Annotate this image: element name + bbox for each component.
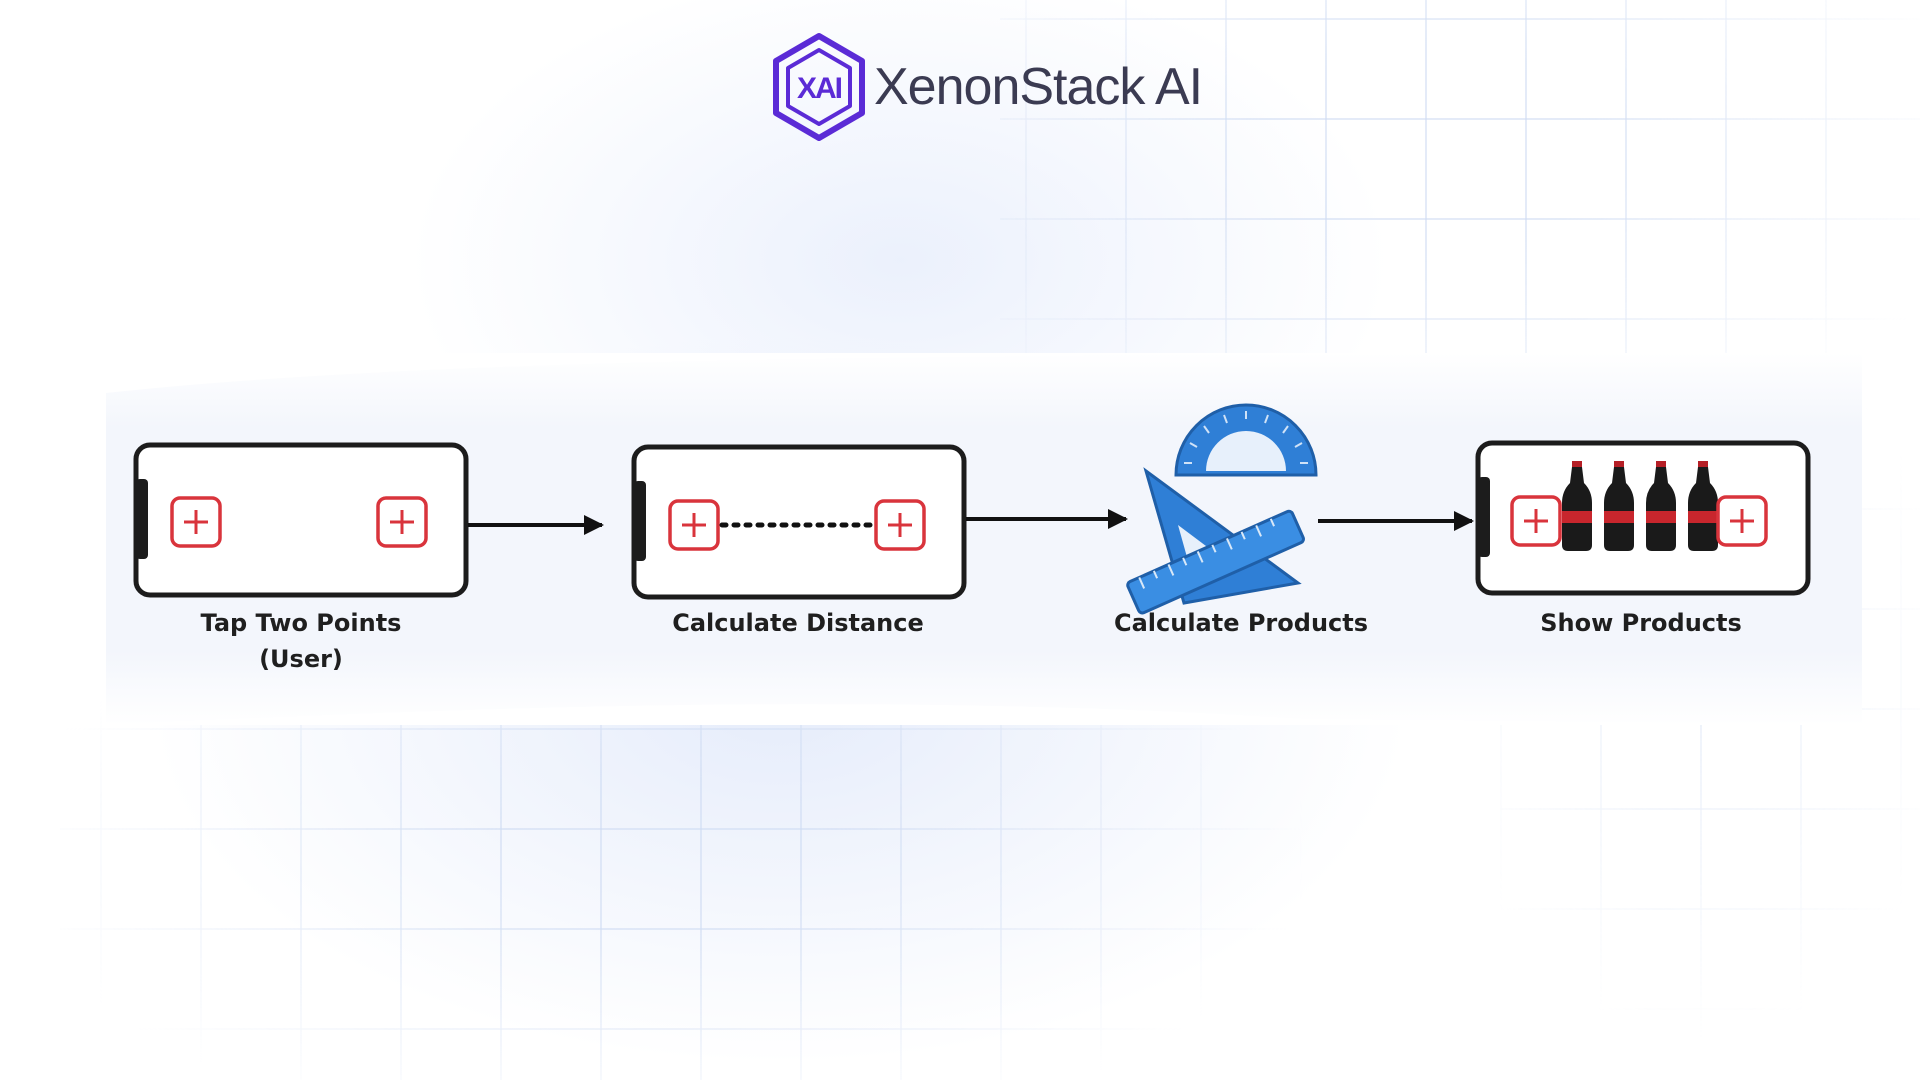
step-label-tap-two-points: Tap Two Points (User) [151, 605, 451, 677]
plus-marker-icon [874, 499, 926, 551]
ruler-protractor-set-square-icon [1126, 403, 1318, 615]
soda-bottle-icon [1562, 461, 1592, 551]
plus-marker-icon [668, 499, 720, 551]
step-label-line: (User) [259, 645, 343, 673]
flow-diagram-canvas [106, 353, 1862, 725]
phone-with-measured-distance-icon [631, 444, 967, 600]
brand-header: XAI XenonStack AI [770, 32, 1203, 142]
step-label-calculate-products: Calculate Products [1091, 605, 1391, 641]
plus-marker-icon [1510, 495, 1562, 547]
step-label-line: Calculate Products [1113, 609, 1369, 637]
soda-bottle-icon [1604, 461, 1634, 551]
background-grid-bottom [60, 700, 1460, 1080]
measurement-flow-diagram: Tap Two Points (User) Calculate Distance… [106, 353, 1862, 725]
step-label-line: Show Products [1540, 609, 1742, 637]
plus-marker-icon [376, 496, 428, 548]
step-label-line: Tap Two Points [200, 609, 402, 637]
step-label-calculate-distance: Calculate Distance [648, 605, 948, 641]
phone-with-two-points-icon [133, 442, 469, 598]
plus-marker-icon [1716, 495, 1768, 547]
plus-marker-icon [170, 496, 222, 548]
phone-with-products-icon [1475, 440, 1811, 596]
xenonstack-logo-icon: XAI [773, 33, 865, 141]
soda-bottle-icon [1646, 461, 1676, 551]
step-label-show-products: Show Products [1491, 605, 1791, 641]
step-label-line: Calculate Distance [672, 609, 924, 637]
brand-name: XenonStack AI [874, 58, 1203, 116]
soda-bottle-icon [1688, 461, 1718, 551]
diagram-panel [106, 353, 1862, 725]
background-grid-top [1000, 0, 1920, 360]
brand-logo-text: XAI [797, 72, 842, 105]
